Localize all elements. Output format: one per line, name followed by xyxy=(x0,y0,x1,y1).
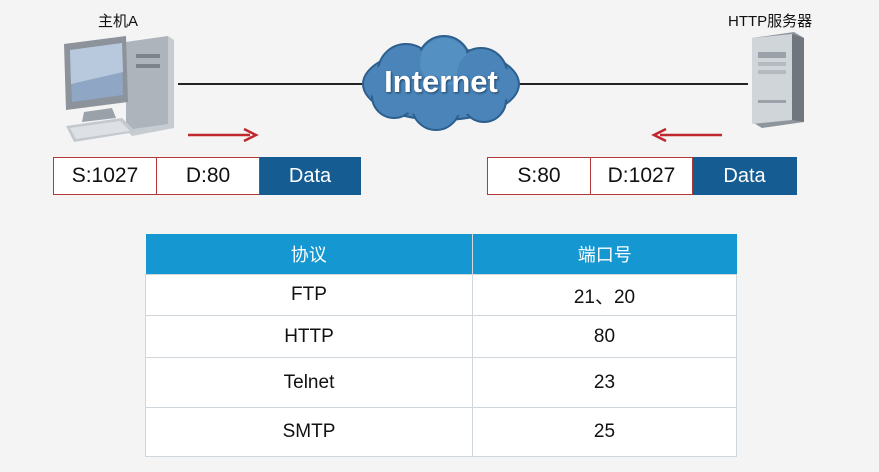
packet-return: S:80 D:1027 Data xyxy=(487,157,797,195)
arrow-right-icon xyxy=(188,128,259,142)
table-row: SMTP 25 xyxy=(145,407,737,457)
packet-outgoing: S:1027 D:80 Data xyxy=(53,157,361,195)
packet-src-port: S:1027 xyxy=(53,157,157,195)
packet-dst-port: D:80 xyxy=(157,157,260,195)
protocol-cell: Telnet xyxy=(145,357,473,408)
protocol-cell: FTP xyxy=(145,274,473,316)
host-label: 主机A xyxy=(98,13,139,30)
protocol-cell: HTTP xyxy=(145,315,473,358)
link-right xyxy=(508,83,748,85)
server-icon xyxy=(752,32,804,128)
packet-src-port: S:80 xyxy=(487,157,591,195)
arrow-left-icon xyxy=(651,128,722,142)
computer-icon xyxy=(64,36,174,142)
internet-label: Internet xyxy=(384,64,498,99)
packet-data: Data xyxy=(260,157,361,195)
link-left xyxy=(178,83,368,85)
port-cell: 25 xyxy=(472,407,737,457)
table-row: Telnet 23 xyxy=(145,357,737,408)
packet-data: Data xyxy=(693,157,797,195)
internet-cloud xyxy=(362,35,520,131)
port-cell: 21、20 xyxy=(472,274,737,316)
port-cell: 80 xyxy=(472,315,737,358)
header-protocol: 协议 xyxy=(145,234,473,275)
header-port: 端口号 xyxy=(472,234,737,275)
port-cell: 23 xyxy=(472,357,737,408)
server-label: HTTP服务器 xyxy=(728,13,813,30)
packet-dst-port: D:1027 xyxy=(591,157,693,195)
port-table: 协议 端口号 FTP 21、20 HTTP 80 Telnet 23 SMTP … xyxy=(145,234,737,457)
table-row: FTP 21、20 xyxy=(145,274,737,316)
table-row: HTTP 80 xyxy=(145,315,737,358)
protocol-cell: SMTP xyxy=(145,407,473,457)
